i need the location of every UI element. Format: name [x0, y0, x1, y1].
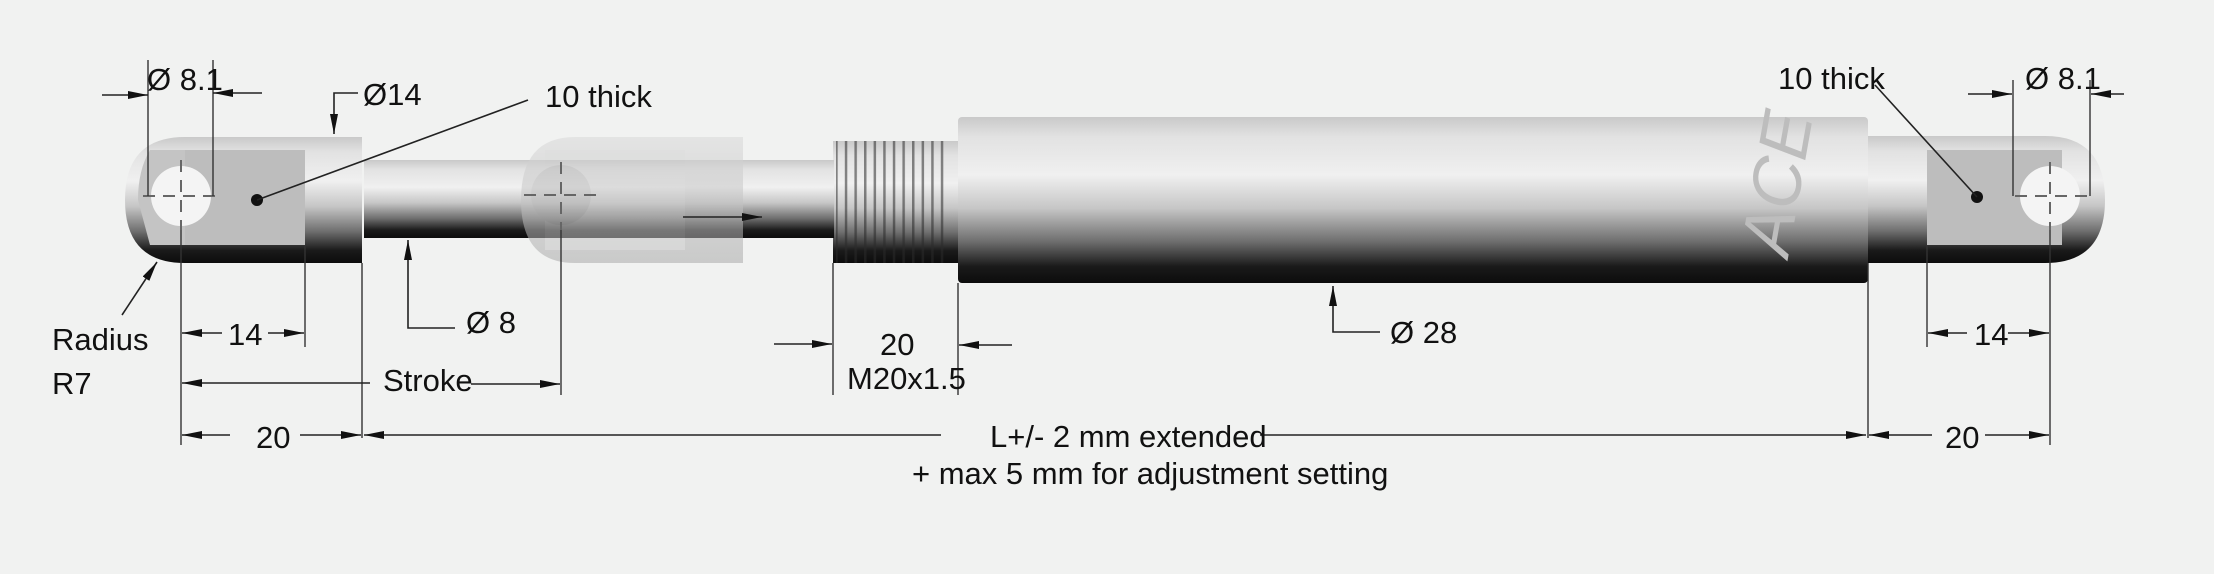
- dim-left-14: 14: [182, 317, 304, 352]
- label-right-thick: 10 thick: [1778, 61, 1885, 96]
- extension-lines: [147, 60, 2091, 445]
- dim-body-dia: Ø 28: [1329, 286, 1457, 350]
- label-adjustment: + max 5 mm for adjustment setting: [912, 456, 1388, 491]
- leader-radius: Radius R7: [52, 261, 158, 401]
- label-body-dia: Ø 28: [1390, 315, 1457, 350]
- label-left-eye-dia: Ø14: [363, 77, 422, 112]
- label-left-20: 20: [256, 420, 290, 455]
- ghost-eye-centerlines: [524, 162, 598, 230]
- right-eye-centerlines: [2015, 162, 2090, 230]
- right-rod-eye: [1868, 136, 2105, 263]
- dim-right-14: 14: [1928, 317, 2049, 352]
- label-left-hole-dia: Ø 8.1: [147, 62, 223, 97]
- ghost-eye-extended: [521, 137, 743, 263]
- dim-left-20: 20: [182, 420, 361, 455]
- left-rod-eye: [125, 137, 362, 263]
- dim-left-hole-dia: Ø 8.1: [102, 62, 262, 99]
- label-right-20: 20: [1945, 420, 1979, 455]
- dim-rod-dia: Ø 8: [404, 240, 516, 340]
- left-eye-centerlines: [143, 160, 218, 230]
- dim-right-20: 20: [1869, 420, 2049, 455]
- label-thread-spec: M20x1.5: [847, 361, 966, 396]
- label-rod-dia: Ø 8: [466, 305, 516, 340]
- label-right-14: 14: [1974, 317, 2008, 352]
- leader-left-thick: 10 thick: [256, 79, 652, 201]
- label-right-hole-dia: Ø 8.1: [2025, 61, 2101, 96]
- label-left-14: 14: [228, 317, 262, 352]
- label-left-thick: 10 thick: [545, 79, 652, 114]
- label-r7: R7: [52, 366, 92, 401]
- cylinder-body: ACE: [958, 104, 1868, 283]
- dim-thread: 20 M20x1.5: [774, 327, 1012, 396]
- dim-overall-length: L+/- 2 mm extended + max 5 mm for adjust…: [364, 419, 1866, 491]
- dim-right-hole-dia: Ø 8.1: [1968, 61, 2124, 98]
- label-length: L+/- 2 mm extended: [990, 419, 1267, 454]
- dim-left-eye-dia: Ø14: [330, 77, 422, 134]
- leader-right-thick: 10 thick: [1778, 61, 1978, 198]
- label-thread-length: 20: [880, 327, 914, 362]
- label-radius: Radius: [52, 322, 149, 357]
- dim-stroke: Stroke: [182, 213, 762, 398]
- thread-m20: [833, 141, 958, 263]
- label-stroke: Stroke: [383, 363, 473, 398]
